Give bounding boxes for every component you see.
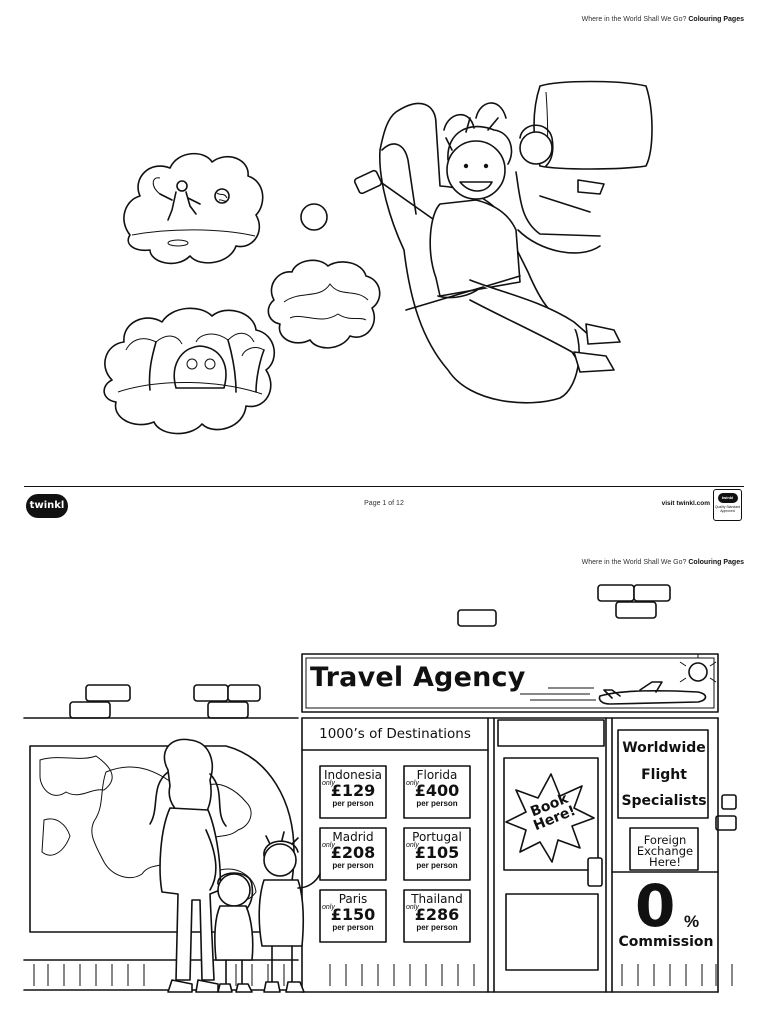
deal-city: Portugal [412,830,462,844]
deal-only: only [322,904,335,911]
deal-per-person: per person [332,923,374,932]
visit-link[interactable]: visit twinkl.com [661,500,710,507]
deal-card-indonesia: Indonesia only £129 per person [321,766,385,828]
girl-figure [214,872,254,993]
deal-only: only [322,780,335,787]
badge-logo: twinkl [717,493,738,503]
deal-price: £286 [414,905,460,924]
canyon-thought-bubble [267,259,381,349]
worldwide-line: Specialists [621,793,707,809]
deal-cards [319,765,471,943]
astronaut-icon [176,180,188,192]
foreign-exchange-line: Here! [649,855,681,869]
island-thought-bubble [103,307,276,435]
deal-per-person: per person [416,799,458,808]
colouring-page-2: Where in the World Shall We Go? Colourin… [0,540,768,1024]
deal-city: Paris [338,892,368,906]
door-top-panel [497,719,605,747]
deal-per-person: per person [416,923,458,932]
foreign-exchange-text: Foreign Exchange Here! [630,833,700,869]
deal-only: only [406,780,419,787]
running-head-title: Where in the World Shall We Go? [581,16,687,23]
deal-per-person: per person [332,861,374,870]
running-head: Where in the World Shall We Go? Colourin… [582,559,744,566]
agency-sign-board [301,653,719,713]
girl-head [519,131,553,165]
deal-card-thailand: Thailand only £286 per person [405,890,469,952]
foreign-exchange-line: Foreign [643,833,687,847]
worldwide-panel [617,729,709,819]
worldwide-line: Flight [641,766,687,783]
agency-title: Travel Agency [310,662,526,693]
deal-city: Indonesia [323,768,383,782]
colouring-page-1: Where in the World Shall We Go? Colourin… [24,16,744,521]
footer-rule [24,486,744,487]
sun-icon [688,662,708,682]
earth-icon [214,188,230,204]
running-head: Where in the World Shall We Go? Colourin… [582,16,744,23]
destinations-heading: 1000’s of Destinations [319,726,471,742]
deal-only: only [322,842,335,849]
deal-price: £208 [330,843,376,862]
wall-base-panels [33,964,733,986]
door-bottom-panel [505,893,599,971]
zero-commission-number: 0 [635,872,676,940]
deal-price: £150 [330,905,376,924]
space-thought-bubble [123,152,264,265]
running-head-title: Where in the World Shall We Go? [581,559,687,566]
airplane-icon [598,681,707,705]
mother-figure [149,738,227,993]
deal-price: £105 [414,843,460,862]
small-bubble [300,203,328,231]
foreign-exchange-line: Exchange [636,844,694,858]
twinkl-logo: twinkl [26,494,68,518]
page-number: Page 1 of 12 [364,500,404,507]
book-here-starburst [505,773,595,863]
door-handle-icon [587,857,603,887]
commission-label: Commission [618,934,714,950]
foreign-exchange-panel [629,827,699,871]
deal-city: Madrid [332,830,374,844]
door-window [503,757,599,871]
deal-card-florida: Florida only £400 per person [405,766,469,828]
running-head-subtitle: Colouring Pages [688,559,744,566]
percent-sign: % [684,912,700,931]
deal-card-paris: Paris only £150 per person [321,890,385,952]
deal-only: only [406,842,419,849]
travel-agency-illustration [23,584,737,993]
skull-rock [173,345,227,389]
deal-only: only [406,904,419,911]
deal-price: £129 [330,781,376,800]
boy-figure [258,831,321,993]
deal-card-portugal: Portugal only £105 per person [405,828,469,890]
running-head-subtitle: Colouring Pages [688,16,744,23]
worldwide-line: Worldwide [622,740,706,756]
badge-text: Quality Standard Approved [714,505,741,513]
deal-price: £400 [414,781,460,800]
quality-badge-icon: twinkl Quality Standard Approved [713,489,742,521]
deal-city: Thailand [411,892,463,906]
deal-card-madrid: Madrid only £208 per person [321,828,385,890]
wall-bricks [69,584,737,831]
deal-per-person: per person [416,861,458,870]
deal-per-person: per person [332,799,374,808]
airplane-daydream-illustration [103,80,653,435]
worldwide-text: Worldwide Flight Specialists [614,735,714,815]
deal-city: Florida [416,768,458,782]
